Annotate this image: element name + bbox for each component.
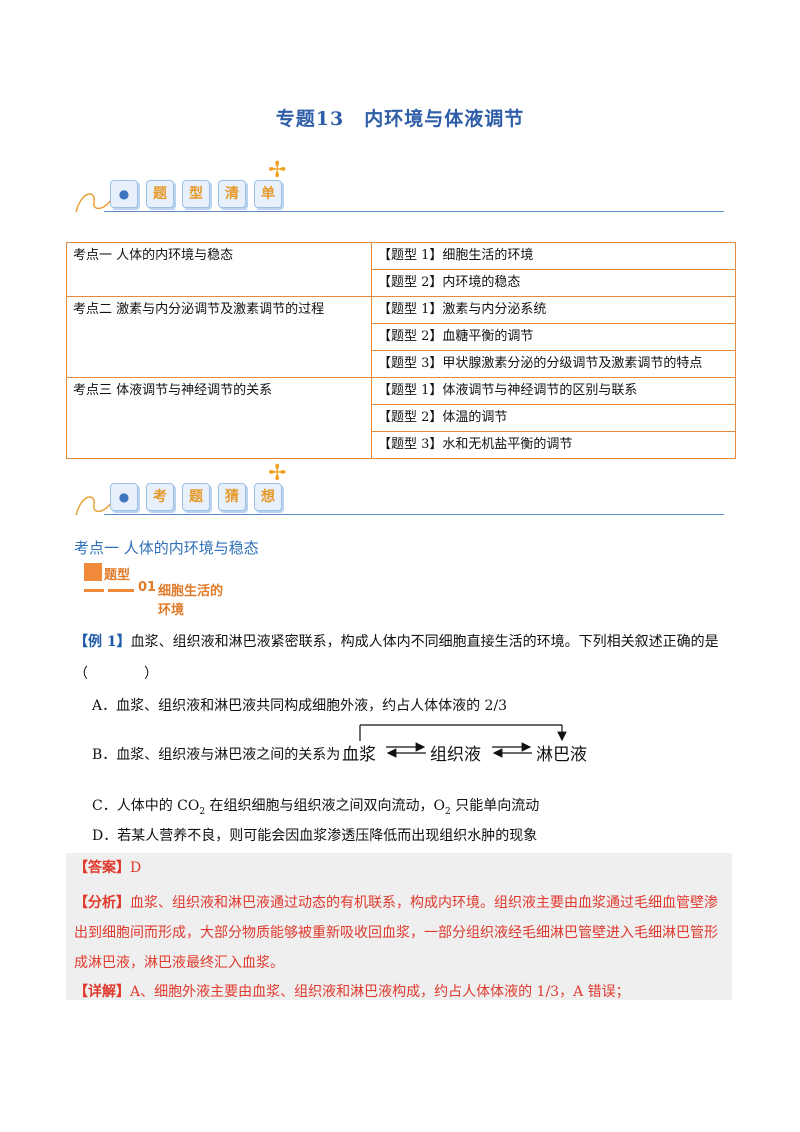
squiggle-decoration bbox=[75, 496, 113, 516]
topic-table: 考点一 人体的内环境与稳态 【题型 1】细胞生活的环境 【题型 2】内环境的稳态… bbox=[66, 242, 736, 459]
sparkle-icon: ✢ bbox=[268, 461, 287, 486]
fluid-relation-diagram: 血浆 组织液 淋巴液 bbox=[342, 722, 602, 768]
option-b: B．血浆、组织液与淋巴液之间的关系为 bbox=[92, 747, 341, 763]
solution-panel bbox=[66, 853, 732, 1000]
detail-line: 【详解】A、细胞外液主要由血浆、组织液和淋巴液构成，约占人体体液的 1/3，A … bbox=[74, 984, 630, 1000]
node-tissue-fluid: 组织液 bbox=[430, 745, 481, 765]
diagram-arrows bbox=[359, 724, 567, 758]
option-c: C．人体中的 CO2 在组织细胞与组织液之间双向流动，O2 只能单向流动 bbox=[92, 798, 540, 817]
banner-char: 题 bbox=[182, 483, 210, 511]
answer-line: 【答案】D bbox=[74, 858, 141, 878]
question-type-cell: 【题型 3】水和无机盐平衡的调节 bbox=[371, 431, 736, 459]
option-a: A．血浆、组织液和淋巴液共同构成细胞外液，约占人体体液的 2/3 bbox=[92, 698, 508, 714]
node-plasma: 血浆 bbox=[342, 745, 376, 765]
squiggle-decoration bbox=[75, 193, 113, 213]
answer-parens: （ ） bbox=[74, 666, 158, 682]
banner-char: 型 bbox=[182, 180, 210, 208]
question-type-cell: 【题型 2】血糖平衡的调节 bbox=[371, 323, 736, 351]
banner-question-types: ● 题 型 清 单 ✢ bbox=[74, 158, 724, 216]
option-d: D．若某人营养不良，则可能会因血浆渗透压降低而出现组织水肿的现象 bbox=[92, 828, 538, 844]
question-type-label: 题型 01 细胞生活的环境 bbox=[84, 563, 224, 618]
answer-value: D bbox=[130, 860, 142, 876]
question-type-cell: 【题型 1】细胞生活的环境 bbox=[371, 242, 736, 270]
page-title: 专题13 内环境与体液调节 bbox=[275, 108, 525, 130]
analysis-tag: 【分析】 bbox=[74, 895, 130, 911]
question-type-cell: 【题型 2】体温的调节 bbox=[371, 404, 736, 432]
topic-cell: 考点三 体液调节与神经调节的关系 bbox=[66, 377, 372, 459]
example-tag: 【例 1】 bbox=[74, 634, 131, 650]
question-type-cell: 【题型 2】内环境的稳态 bbox=[371, 269, 736, 297]
banner-char: 猜 bbox=[218, 483, 246, 511]
banner-char: 考 bbox=[146, 483, 174, 511]
node-lymph: 淋巴液 bbox=[536, 745, 587, 765]
question-type-cell: 【题型 1】激素与内分泌系统 bbox=[371, 296, 736, 324]
banner-char: 题 bbox=[146, 180, 174, 208]
tixing-label: 题型 bbox=[104, 568, 131, 583]
orange-square-icon bbox=[84, 563, 102, 581]
detail-tag: 【详解】 bbox=[74, 984, 130, 1000]
topic-cell: 考点一 人体的内环境与稳态 bbox=[66, 242, 372, 297]
banner-predictions: ● 考 题 猜 想 ✢ bbox=[74, 461, 724, 519]
banner-char: 想 bbox=[254, 483, 282, 511]
dot-box: ● bbox=[110, 483, 138, 511]
topic-cell: 考点二 激素与内分泌调节及激素调节的过程 bbox=[66, 296, 372, 378]
tixing-number: 01 bbox=[138, 580, 157, 595]
sparkle-icon: ✢ bbox=[268, 158, 287, 183]
analysis-block: 【分析】血浆、组织液和淋巴液通过动态的有机联系，构成内环境。组织液主要由血浆通过… bbox=[74, 895, 718, 971]
question-type-cell: 【题型 3】甲状腺激素分泌的分级调节及激素调节的特点 bbox=[371, 350, 736, 378]
section-heading: 考点一 人体的内环境与稳态 bbox=[74, 539, 259, 557]
dot-box: ● bbox=[110, 180, 138, 208]
question-type-cell: 【题型 1】体液调节与神经调节的区别与联系 bbox=[371, 377, 736, 405]
banner-char: 清 bbox=[218, 180, 246, 208]
tixing-name: 细胞生活的环境 bbox=[158, 584, 224, 618]
example-stem: 【例 1】血浆、组织液和淋巴液紧密联系，构成人体内不同细胞直接生活的环境。下列相… bbox=[74, 634, 719, 650]
answer-tag: 【答案】 bbox=[74, 860, 130, 876]
banner-rule bbox=[104, 514, 724, 515]
banner-rule bbox=[104, 211, 724, 212]
banner-char: 单 bbox=[254, 180, 282, 208]
